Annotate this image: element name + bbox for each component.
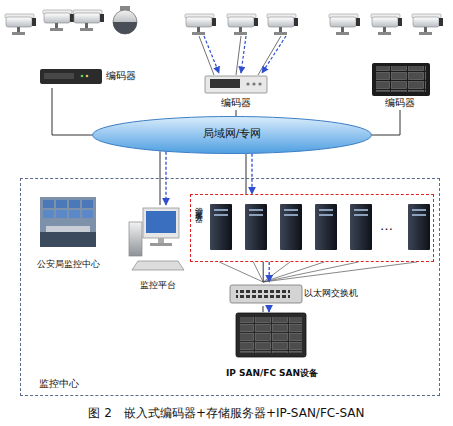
fan-wire <box>263 262 417 282</box>
node-label: 编码器 <box>203 97 269 109</box>
encoder-device: 编码器 <box>366 60 434 110</box>
dataflow-arrow <box>269 262 270 282</box>
fan-wire <box>263 262 324 282</box>
figure-caption: 图 2 嵌入式编码器+存储服务器+IP-SAN/FC-SAN <box>0 405 453 422</box>
encoder-device: 编码器 <box>203 72 269 110</box>
node-label: 监控平台 <box>128 280 188 290</box>
monitoring-center-box: 监控中心 公安局监控中心监控平台 管理服务器以太网交换机 IP SAN/FC SAN设… <box>20 178 440 396</box>
connector-line <box>236 110 237 116</box>
node-label: 局域网/专网 <box>92 128 372 141</box>
police-center-photo: 公安局监控中心 <box>30 195 106 269</box>
network-ellipse: 局域网/专网 <box>92 116 372 154</box>
node-label: 以太网交换机 <box>304 288 358 298</box>
node-label: IP SAN/FC SAN设备 <box>222 368 322 378</box>
connector <box>52 88 92 135</box>
connector-line <box>246 154 247 194</box>
dataflow-arrow <box>268 306 269 312</box>
san-storage: IP SAN/FC SAN设备 <box>222 312 322 378</box>
ellipse-shape <box>93 117 372 154</box>
connector-line <box>52 88 92 135</box>
fan-wire <box>263 262 290 282</box>
fan-wire <box>253 262 263 282</box>
node-label: 编码器 <box>106 70 136 82</box>
encoder-device: 编码器 <box>38 66 138 88</box>
dataflow-arrow <box>251 154 252 194</box>
connector-line <box>263 262 264 282</box>
node-label: 监控中心 <box>39 378 79 390</box>
node-label: 公安局监控中心 <box>30 259 106 269</box>
ellipsis-label: … <box>380 218 393 233</box>
node-label: 管理服务器 <box>194 201 203 211</box>
node-label: 编码器 <box>366 97 434 109</box>
server-group-box: 管理服务器 <box>190 194 434 262</box>
fan-wire <box>263 262 358 282</box>
fan-wire <box>219 262 263 282</box>
connector <box>246 154 252 194</box>
connector <box>263 306 269 312</box>
connector-line <box>263 306 264 312</box>
connector <box>236 110 237 116</box>
connector <box>219 262 417 282</box>
connector-line <box>372 110 400 135</box>
monitoring-platform: 监控平台 <box>128 205 188 290</box>
connector <box>372 110 400 135</box>
ethernet-switch: 以太网交换机 <box>228 282 368 306</box>
